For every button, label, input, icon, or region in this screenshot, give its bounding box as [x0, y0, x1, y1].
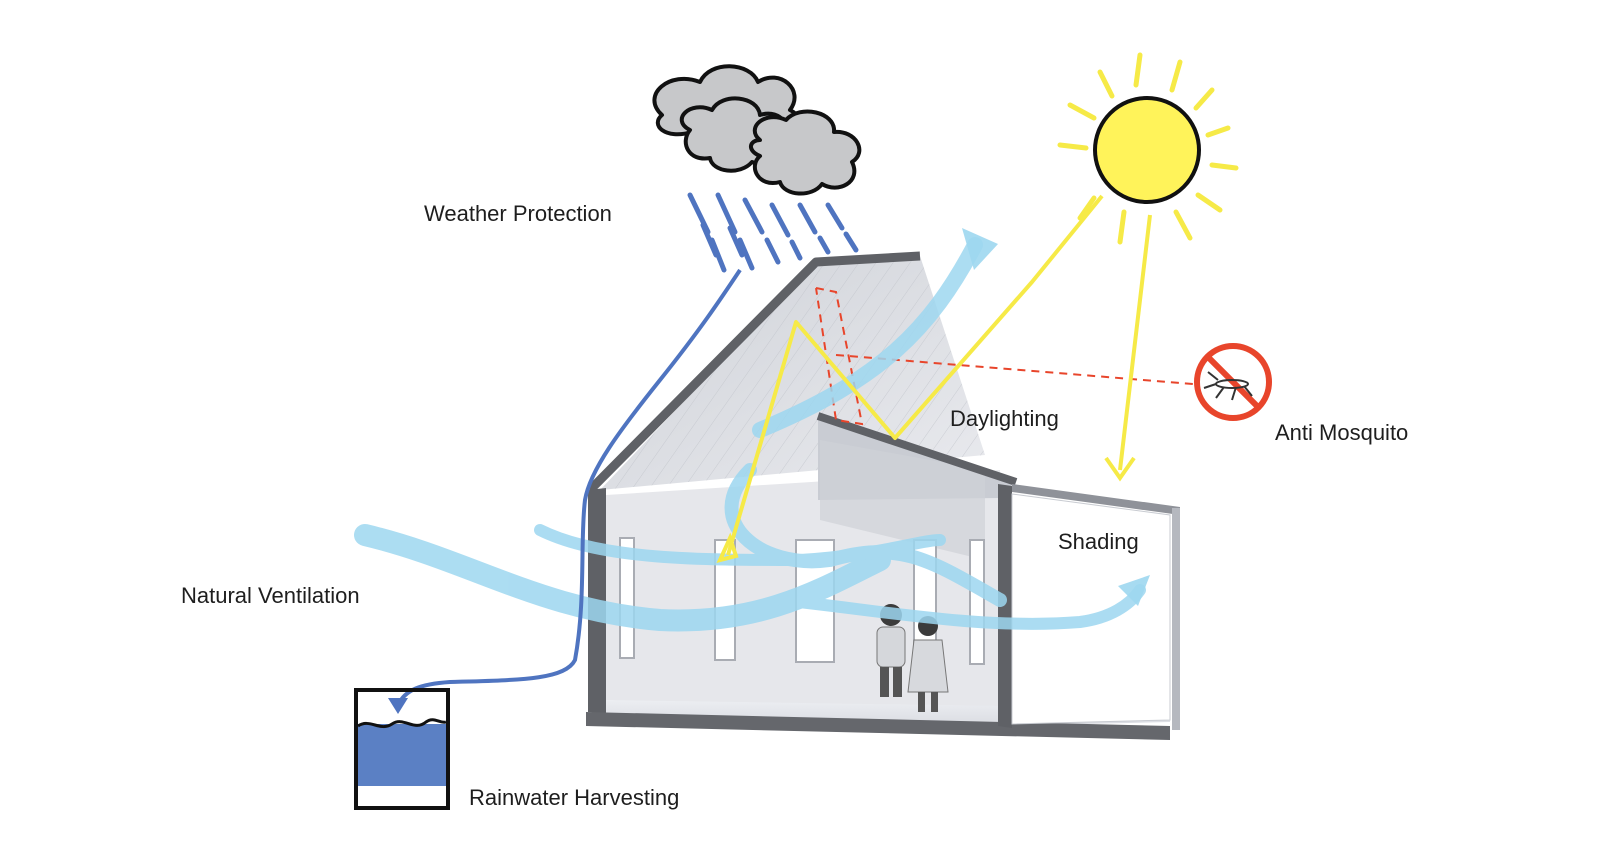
sun-icon — [1057, 52, 1239, 245]
rainwater-harvesting-label: Rainwater Harvesting — [469, 785, 680, 810]
rain-drops-icon — [687, 192, 859, 273]
airflow-arrows — [354, 237, 1146, 632]
children-figures — [876, 604, 949, 712]
middle-wall — [998, 484, 1012, 728]
ray-arrowhead-right — [1104, 456, 1136, 482]
roof-edge — [586, 251, 921, 494]
pipe-arrowhead — [388, 698, 408, 714]
weather-protection-label: Weather Protection — [424, 201, 612, 226]
anti-mosquito-label: Anti Mosquito — [1275, 420, 1409, 445]
veranda-post — [1172, 508, 1180, 730]
cloud-icon — [652, 64, 862, 196]
rainwater-pipe — [396, 268, 742, 706]
natural-ventilation-label: Natural Ventilation — [181, 583, 360, 608]
water-tank-icon — [354, 688, 450, 810]
mosquito-screen-lines — [815, 287, 1206, 426]
airflow-arrowhead-right — [1118, 575, 1150, 606]
shading-label: Shading — [1058, 529, 1139, 554]
airflow-arrowhead-up — [962, 228, 998, 270]
mosquito-icon — [1194, 343, 1272, 421]
veranda-roof — [1012, 484, 1180, 515]
daylighting-label: Daylighting — [950, 406, 1059, 431]
school-building — [586, 251, 1180, 740]
ray-arrowhead-left — [716, 532, 739, 563]
daylight-rays — [726, 194, 1152, 556]
